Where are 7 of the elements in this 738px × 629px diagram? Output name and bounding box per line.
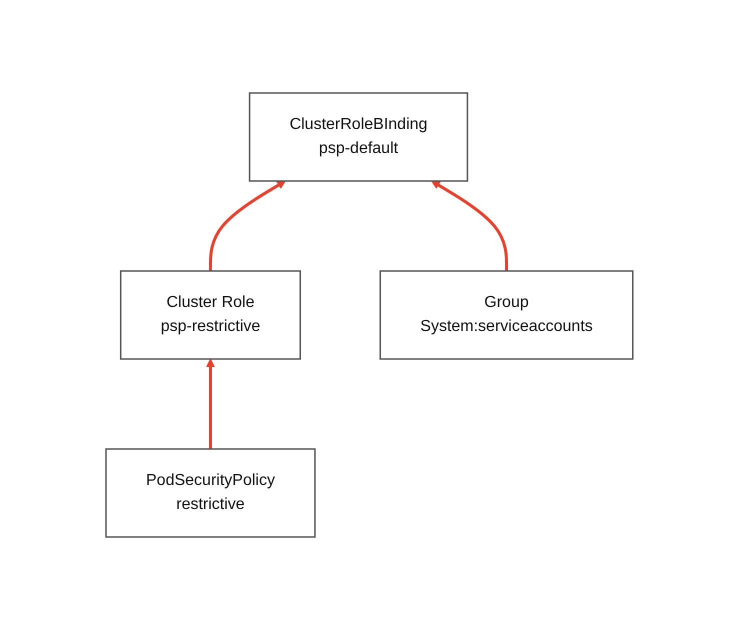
node-box: Group System:serviceaccounts: [379, 270, 634, 360]
arrow: [206, 358, 214, 448]
node-box: ClusterRoleBInding psp-default: [248, 92, 468, 182]
arrow: [430, 180, 508, 270]
node-box: PodSecurityPolicy restrictive: [104, 448, 316, 538]
arrow: [208, 180, 286, 270]
node-box: Cluster Role psp-restrictive: [120, 270, 301, 360]
